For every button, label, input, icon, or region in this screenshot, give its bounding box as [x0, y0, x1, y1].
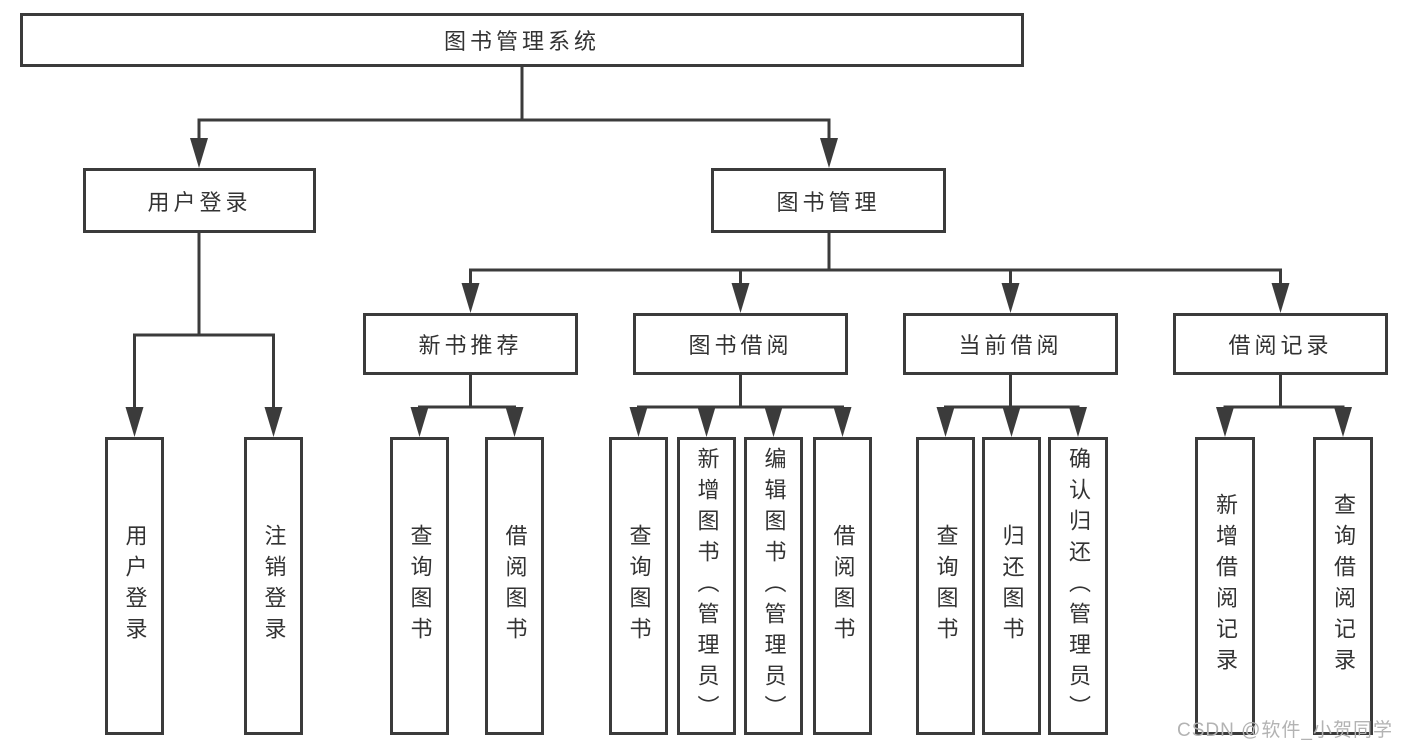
node-cb-confirm-return-admin: 确认归还（管理员）	[1048, 437, 1108, 735]
node-label: 查询借阅记录	[1331, 493, 1356, 679]
node-label: 当前借阅	[958, 333, 1063, 358]
node-new-book-recommend: 新书推荐	[363, 313, 578, 375]
node-bb-add-books-admin: 新增图书（管理员）	[677, 437, 736, 735]
node-current-borrowing: 当前借阅	[903, 313, 1118, 375]
node-label: 查询图书	[626, 524, 652, 648]
node-label: 图书借阅	[688, 333, 793, 358]
node-cb-query-books: 查询图书	[916, 437, 975, 735]
node-label: 编辑图书（管理员）	[761, 446, 787, 726]
node-library-system: 图书管理系统	[20, 13, 1024, 67]
node-label: 图书管理系统	[443, 29, 600, 54]
node-label: 借阅图书	[830, 524, 856, 648]
node-user-login: 用户登录	[83, 168, 316, 233]
node-leaf-logout: 注销登录	[244, 437, 303, 735]
node-label: 新增借阅记录	[1213, 493, 1238, 679]
node-rec-borrow-books: 借阅图书	[485, 437, 544, 735]
node-label: 确认归还（管理员）	[1066, 446, 1091, 726]
node-rec-query-books: 查询图书	[390, 437, 449, 735]
node-label: 借阅记录	[1228, 333, 1333, 358]
node-label: 查询图书	[407, 524, 433, 648]
node-label: 借阅图书	[502, 524, 528, 648]
node-bb-borrow-books: 借阅图书	[813, 437, 872, 735]
node-bb-query-books: 查询图书	[609, 437, 668, 735]
node-label: 归还图书	[999, 524, 1025, 648]
node-book-borrowing: 图书借阅	[633, 313, 848, 375]
node-br-query-record: 查询借阅记录	[1313, 437, 1373, 735]
node-label: 用户登录	[147, 189, 252, 215]
node-br-add-record: 新增借阅记录	[1195, 437, 1255, 735]
node-label: 查询图书	[933, 524, 959, 648]
csdn-watermark: CSDN @软件_小贺同学	[1177, 720, 1393, 741]
node-borrowing-records: 借阅记录	[1173, 313, 1388, 375]
node-bb-edit-books-admin: 编辑图书（管理员）	[744, 437, 803, 735]
arrowheads	[125, 138, 1352, 437]
node-label: 图书管理	[776, 189, 881, 215]
node-label: 用户登录	[122, 524, 148, 648]
node-label: 新书推荐	[418, 333, 523, 358]
node-book-management: 图书管理	[711, 168, 946, 233]
node-label: 注销登录	[261, 524, 287, 648]
node-leaf-user-login: 用户登录	[105, 437, 164, 735]
node-label: 新增图书（管理员）	[694, 446, 720, 726]
node-cb-return-books: 归还图书	[982, 437, 1041, 735]
